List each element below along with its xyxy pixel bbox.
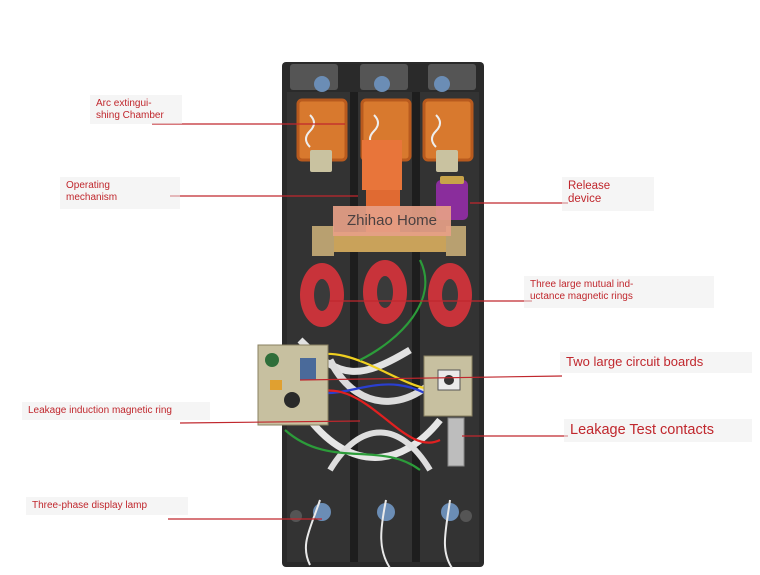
- label-leakage-induction-ring: Leakage induction magnetic ring: [22, 402, 210, 420]
- label-arc-chamber: Arc extingui- shing Chamber: [90, 95, 182, 124]
- leader-leakage-ring: [179, 420, 361, 424]
- right-circuit-board-icon: [423, 355, 473, 417]
- operating-mechanism-icon: [312, 140, 466, 256]
- leader-lines: [152, 123, 568, 520]
- label-leakage-test-contacts: Leakage Test contacts: [564, 419, 752, 442]
- bottom-terminals: [290, 499, 472, 569]
- label-mutual-rings-line2: uctance magnetic rings: [530, 290, 633, 302]
- label-display-lamp: Three-phase display lamp: [26, 497, 188, 515]
- label-circuit-boards: Two large circuit boards: [560, 352, 752, 373]
- left-circuit-board-icon: [257, 344, 329, 426]
- label-release-device: Release device: [562, 177, 654, 211]
- label-arc-chamber-line2: shing Chamber: [96, 109, 164, 121]
- arc-chamber-icon: [296, 98, 474, 172]
- mutual-inductance-rings-icon: [300, 260, 472, 327]
- leader-circuit-boards: [299, 375, 563, 381]
- label-operating-mechanism: Operating mechanism: [60, 177, 180, 209]
- label-operating-mechanism-line2: mechanism: [66, 191, 118, 203]
- label-release-device-line1: Release: [568, 180, 611, 192]
- leakage-test-contacts-icon: [447, 417, 465, 467]
- watermark: Zhihao Home: [333, 206, 451, 236]
- label-arc-chamber-line1: Arc extingui-: [96, 98, 152, 109]
- label-mutual-rings-line1: Three large mutual ind-: [530, 279, 634, 290]
- label-mutual-inductance-rings: Three large mutual ind- uctance magnetic…: [524, 276, 714, 308]
- label-release-device-line2: device: [568, 193, 602, 206]
- label-operating-mechanism-line1: Operating: [66, 180, 110, 191]
